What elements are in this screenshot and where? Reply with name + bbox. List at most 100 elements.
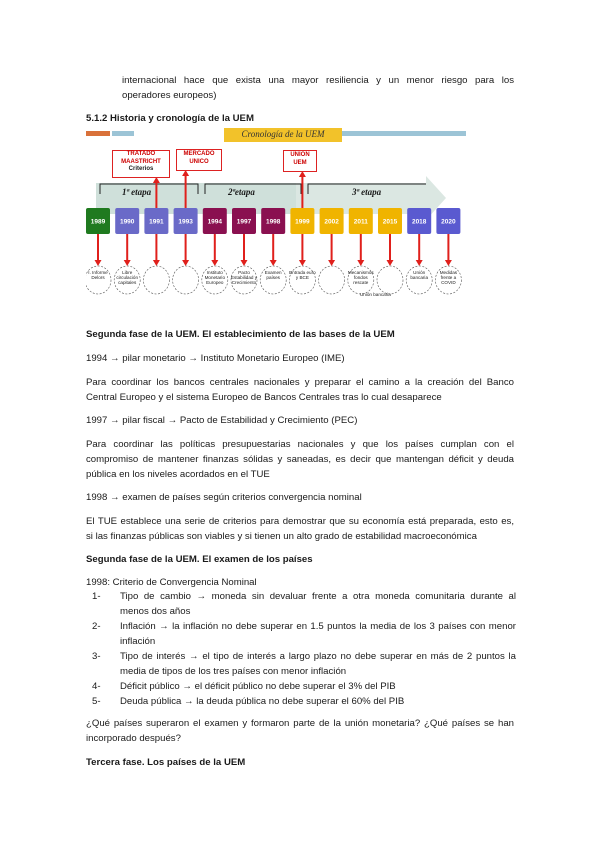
arrow-head (94, 260, 102, 266)
note-bubble (289, 265, 316, 295)
line-1994: 1994 → pilar monetario → Instituto Monet… (86, 353, 345, 364)
intro-line-2: operadores europeos) (122, 90, 217, 101)
note-text: Unión bancaria (410, 270, 428, 281)
year-box (436, 208, 461, 234)
arrow-head (444, 260, 452, 266)
criteria-text: Tipo de interés → el tipo de interés a l… (120, 649, 516, 679)
year-box (407, 208, 432, 234)
criteria-item: 3-Tipo de interés → el tipo de interés a… (92, 649, 516, 679)
stage-label-2: 2ªetapa (228, 187, 255, 197)
arrow-head (269, 260, 277, 266)
section-heading: 5.1.2 Historia y cronología de la UEM (86, 113, 254, 124)
note-bubble (201, 265, 229, 295)
line-1997: 1997 → pilar fiscal → Pacto de Estabilid… (86, 415, 358, 426)
arrow-head (298, 171, 306, 177)
criteria-num: 1- (92, 591, 101, 602)
para-1997-line3: pública en los niveles acordados en el T… (86, 469, 270, 480)
criteria-item: 2- Inflación → la inflación no debe super… (92, 619, 516, 649)
callout-mercado-line1: MERCADO (183, 151, 215, 157)
criteria-line1: Déficit público → el déficit público no … (120, 681, 396, 692)
year-box (261, 208, 286, 234)
criteria-item: 5- Deuda pública → la deuda pública no de… (92, 694, 516, 709)
arrow-head (182, 260, 190, 266)
note-text: Mecanismos fondos rescate (347, 270, 374, 286)
criteria-line2: menos dos años (120, 606, 191, 617)
year-label: 2011 (354, 219, 368, 226)
callout-union: UNION UEM (283, 150, 317, 172)
criteria-line1: Deuda pública → la deuda pública no debe… (120, 696, 405, 707)
criteria-line1: Inflación → la inflación no debe superar… (120, 621, 516, 632)
year-label: 1989 (91, 219, 106, 226)
note-text: I. Informe Delors (88, 270, 108, 281)
criteria-line2: inflación (120, 636, 156, 647)
arrow-head (386, 260, 394, 266)
year-box (202, 208, 227, 234)
year-label: 1997 (237, 219, 252, 226)
arrow-head (298, 260, 306, 266)
year-box (86, 208, 110, 234)
note-text: Pacto Estabilidad y Crecimiento (230, 270, 258, 286)
question-line1: ¿Qué países superaron el examen y formar… (86, 718, 514, 729)
criteria-text: Déficit público → el déficit público no … (120, 679, 516, 694)
year-label: 1991 (149, 219, 164, 226)
year-label: 2015 (383, 219, 398, 226)
callout-mercado: MERCADO UNICO (176, 149, 222, 171)
criteria-num: 5- (92, 696, 101, 707)
question-line2: incorporado después? (86, 733, 181, 744)
note-extra-text: Unión bancaria (359, 292, 391, 297)
criteria-num: 4- (92, 681, 101, 692)
note-text: Libre circulación capitales (116, 270, 139, 286)
year-box (319, 208, 344, 234)
criteria-text: Tipo de cambio → moneda sin devaluar fre… (120, 589, 516, 619)
year-box (290, 208, 315, 234)
note-bubble (347, 265, 375, 295)
para-1994-line1: Para coordinar los bancos centrales naci… (86, 377, 514, 388)
criteria-text: Inflación → la inflación no debe superar… (120, 619, 516, 649)
arrow-head (357, 260, 365, 266)
diagram-title: Cronología de la UEM (241, 129, 325, 139)
note-bubble (318, 265, 345, 295)
year-box (173, 208, 198, 234)
criteria-item: 1- Tipo de cambio → moneda sin devaluar f… (92, 589, 516, 619)
note-text: Instituto Monetario Europeo (204, 270, 226, 286)
year-label: 2002 (324, 219, 339, 226)
year-label: 1994 (208, 219, 223, 226)
criteria-item: 4- Déficit público → el déficit público n… (92, 679, 516, 694)
year-box (232, 208, 256, 234)
year-box (348, 208, 373, 234)
stage-label-1: 1ª etapa (122, 187, 152, 197)
line-1998: 1998 → examen de países según criterios … (86, 492, 362, 503)
year-box (115, 208, 140, 234)
arrow-head (328, 260, 336, 266)
para-1997-line1: Para coordinar las políticas presupuesta… (86, 439, 514, 450)
criteria-text: Deuda pública → la deuda pública no debe… (120, 694, 516, 709)
year-label: 1990 (120, 219, 135, 226)
note-bubble (259, 265, 287, 295)
heading-segunda-fase: Segunda fase de la UEM. El establecimien… (86, 329, 395, 340)
arrow-head (152, 260, 160, 266)
arrow-head (123, 260, 131, 266)
note-bubble (113, 265, 141, 295)
year-box (378, 208, 402, 234)
para-tue-line1: El TUE establece una serie de criterios … (86, 516, 514, 527)
para-1994-line2: Central Europeo y el sistema Europeo de … (86, 392, 442, 403)
para-tue-line2: si las finanzas públicas son viables y s… (86, 531, 477, 542)
criteria-line2: media de tipos de los tres países con me… (120, 666, 347, 677)
arrow-head (415, 260, 423, 266)
callout-maastricht-line3: Criterios (128, 166, 154, 172)
year-label: 2018 (412, 219, 427, 226)
arrow-head (152, 177, 160, 183)
note-text: Medidas frente a COVID (439, 270, 458, 286)
line-criterio: 1998: Criterio de Convergencia Nominal (86, 577, 257, 588)
year-box (144, 208, 169, 234)
arrow-head (240, 260, 248, 266)
criteria-line1: Tipo de interés → el tipo de interés a l… (120, 651, 516, 662)
note-bubble (376, 265, 404, 295)
callout-maastricht: TRATADO MAASTRICHT Criterios (112, 150, 170, 178)
criteria-num: 2- (92, 621, 101, 632)
criteria-list: 1- Tipo de cambio → moneda sin devaluar f… (92, 589, 516, 709)
note-bubble (435, 265, 462, 295)
heading-tercera-fase: Tercera fase. Los países de la UEM (86, 757, 246, 768)
